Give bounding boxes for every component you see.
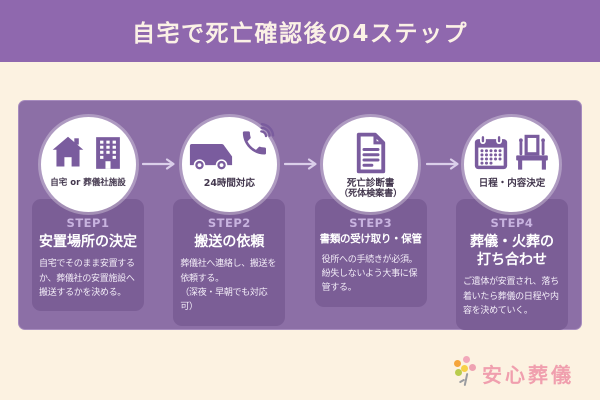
step-3-card: STEP3 書類の受け取り・保管 役所への手続きが必須。 紛失しないよう大事に保… — [314, 199, 427, 307]
altar-icon — [516, 134, 549, 170]
step-1-badge: STEP1 — [66, 216, 110, 230]
step-3-description: 役所への手続きが必須。 紛失しないよう大事に保管する。 — [321, 254, 418, 294]
calendar-icon — [475, 134, 508, 170]
page-title: 自宅で死亡確認後の4ステップ — [131, 21, 468, 47]
header-band: 自宅で死亡確認後の4ステップ — [0, 0, 600, 62]
step-3-circle-label: 死亡診断書 — [346, 178, 395, 189]
phone-call-icon — [242, 123, 275, 155]
steps-row: 自宅 or 葬儀社施設 STEP1 安置場所の決定 自宅でそのまま安置する か、… — [19, 101, 581, 330]
step-4-title: 葬儀・火葬の — [469, 234, 554, 250]
step-1-circle: 自宅 or 葬儀社施設 — [40, 117, 136, 212]
step-3-icons — [323, 130, 418, 176]
step-3-circle: 死亡診断書 （死体検案書） — [323, 117, 419, 212]
step-4-icons — [464, 130, 559, 176]
step-4-title2: 打ち合わせ — [476, 252, 547, 269]
steps-panel: 自宅 or 葬儀社施設 STEP1 安置場所の決定 自宅でそのまま安置する か、… — [18, 100, 582, 330]
step-1-description: 自宅でそのまま安置する か、葬儀社の安置施設へ 搬送するかを決める。 — [39, 259, 135, 298]
office-building-icon — [95, 137, 120, 169]
step-1-title: 安置場所の決定 — [39, 234, 137, 250]
step-1-card: STEP1 安置場所の決定 自宅でそのまま安置する か、葬儀社の安置施設へ 搬送… — [32, 199, 144, 312]
step-3-column: 死亡診断書 （死体検案書） STEP3 書類の受け取り・保管 役所への手続きが必… — [314, 117, 427, 330]
arrow-right-icon — [142, 158, 175, 170]
step-2-card: STEP2 搬送の依頼 葬儀社へ連絡し、搬送を 依頼する。 （深夜・早朝でも対応… — [173, 199, 286, 326]
step-2-description: 葬儀社へ連絡し、搬送を 依頼する。 （深夜・早朝でも対応可） — [180, 259, 277, 313]
brand-name: 安心葬儀 — [482, 362, 574, 387]
step-4-badge: STEP4 — [490, 216, 534, 230]
step-3-title: 書類の受け取り・保管 — [319, 233, 422, 245]
step-2-circle: 24時間対応 — [181, 117, 277, 212]
step-4-description: ご遺体が安置され、落ち 着いたら葬儀の日程や内 容を決めていく。 — [462, 277, 559, 317]
van-icon — [189, 144, 232, 171]
arrow-right-icon — [426, 158, 459, 170]
step-1-column: 自宅 or 葬儀社施設 STEP1 安置場所の決定 自宅でそのまま安置する か、… — [32, 117, 144, 330]
step-2-column: 24時間対応 STEP2 搬送の依頼 葬儀社へ連絡し、搬送を 依頼する。 （深夜… — [173, 117, 286, 330]
arrow-right-icon — [284, 158, 317, 170]
step-1-circle-label: 自宅 or 葬儀社施設 — [50, 178, 126, 188]
step-3-badge: STEP3 — [349, 216, 393, 230]
step-2-icons — [182, 123, 277, 176]
document-icon — [356, 132, 385, 174]
step-4-circle-label: 日程・内容決定 — [478, 178, 546, 189]
flower-icon — [453, 356, 477, 390]
step-1-icons — [41, 130, 136, 176]
step-2-badge: STEP2 — [207, 216, 251, 230]
brand-logo: 安心葬儀 — [453, 356, 574, 390]
home-icon — [52, 136, 83, 167]
step-2-circle-label: 24時間対応 — [203, 178, 255, 189]
step-2-title: 搬送の依頼 — [194, 234, 265, 250]
step-3-circle-label2: （死体検案書） — [339, 189, 403, 200]
step-4-card: STEP4 葬儀・火葬の 打ち合わせ ご遺体が安置され、落ち 着いたら葬儀の日程… — [455, 199, 568, 330]
step-4-circle: 日程・内容決定 — [464, 117, 560, 212]
step-4-column: 日程・内容決定 STEP4 葬儀・火葬の 打ち合わせ ご遺体が安置され、落ち 着… — [455, 117, 568, 330]
